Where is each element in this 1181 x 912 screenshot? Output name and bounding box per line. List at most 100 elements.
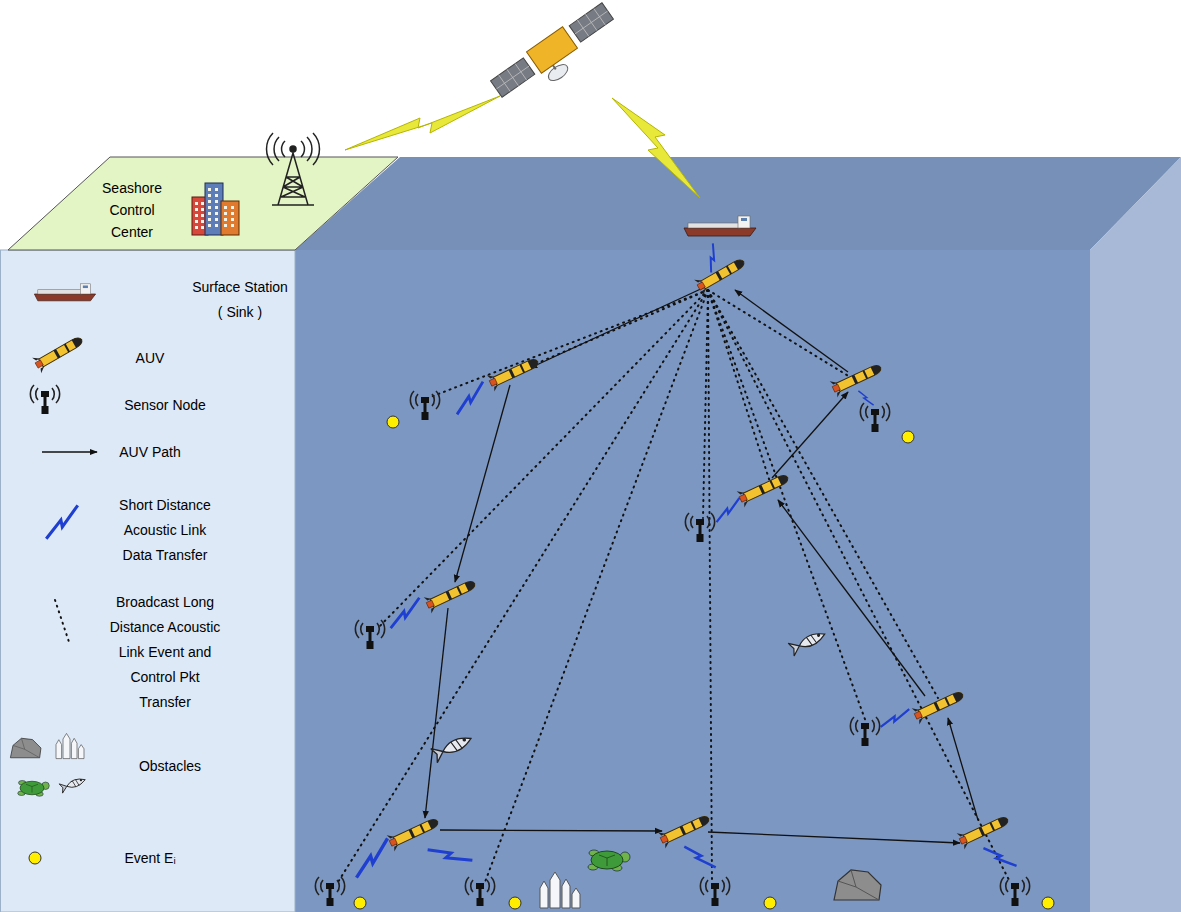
legend-label: Event Eᵢ xyxy=(100,846,200,871)
auv-path-arrow xyxy=(455,385,510,582)
building-icon xyxy=(215,212,218,215)
broadcast-link xyxy=(708,290,712,882)
building-icon xyxy=(201,226,204,229)
satellite-icon xyxy=(569,3,613,42)
auv-path-arrow xyxy=(440,830,662,831)
short-acoustic-link xyxy=(878,709,911,727)
legend-icon xyxy=(34,284,95,301)
legend-entry: Broadcast Long Distance Acoustic Link Ev… xyxy=(105,590,225,715)
building-icon xyxy=(231,218,234,221)
sensor-node-icon xyxy=(700,877,729,906)
legend-entry: AUV Path xyxy=(100,440,200,465)
auv-icon xyxy=(694,254,748,296)
legend-icon xyxy=(32,332,86,374)
satellite-icon xyxy=(546,61,571,83)
building-icon xyxy=(195,202,198,205)
legend-icon xyxy=(30,385,59,414)
water-side-face xyxy=(1090,157,1181,912)
water-top-face xyxy=(295,157,1181,250)
auv-path-arrow xyxy=(778,500,925,696)
building-icon xyxy=(215,194,218,197)
building-icon xyxy=(224,218,227,221)
node-label: Seashore Control Center xyxy=(92,177,172,243)
auv-icon xyxy=(830,359,885,397)
legend-icon xyxy=(59,775,87,793)
building-icon xyxy=(192,183,239,235)
obstacle-icon xyxy=(834,870,881,900)
land-outline xyxy=(0,157,400,250)
building-icon xyxy=(208,206,211,209)
building-icon xyxy=(205,183,223,235)
building-icon xyxy=(224,224,227,227)
radio-tower-icon xyxy=(267,133,320,205)
event-dot xyxy=(509,897,521,909)
building-icon xyxy=(231,224,234,227)
broadcast-link xyxy=(708,290,938,698)
building-icon xyxy=(208,224,211,227)
sensor-node-icon xyxy=(860,403,889,432)
broadcast-link xyxy=(708,290,1010,882)
radio-tower-icon xyxy=(267,133,320,165)
obstacle-icon xyxy=(431,732,474,763)
auv-icon xyxy=(487,353,542,391)
auv-icon xyxy=(957,811,1012,849)
auv-icon xyxy=(912,686,967,724)
short-acoustic-link xyxy=(858,388,873,408)
auv-icon xyxy=(658,810,713,848)
short-acoustic-link xyxy=(450,382,490,415)
auv-icon xyxy=(387,813,442,851)
sensor-node-icon xyxy=(315,877,344,906)
broadcast-link xyxy=(485,290,708,882)
legend-label: Obstacles xyxy=(120,754,220,779)
event-dot xyxy=(354,897,366,909)
building-icon xyxy=(201,208,204,211)
sensor-node-icon xyxy=(355,620,384,649)
legend-icon xyxy=(10,738,41,758)
radio-tower-icon xyxy=(290,146,296,152)
legend-icon xyxy=(29,852,41,864)
building-icon xyxy=(215,188,218,191)
auv-path-arrow xyxy=(530,287,705,368)
building-icon xyxy=(215,200,218,203)
legend-icon xyxy=(18,781,50,797)
legend-icon xyxy=(42,451,97,452)
building-icon xyxy=(215,206,218,209)
sensor-node-icon xyxy=(850,717,879,746)
legend-icon xyxy=(40,505,85,538)
building-icon xyxy=(208,194,211,197)
satellite-icon xyxy=(491,58,535,97)
broadcast-link xyxy=(708,290,855,380)
legend-icon xyxy=(56,733,84,758)
building-icon xyxy=(215,224,218,227)
event-dot xyxy=(387,416,399,428)
surface-station xyxy=(684,216,756,236)
building-icon xyxy=(201,202,204,205)
broadcast-link xyxy=(428,290,708,398)
satellite-link xyxy=(612,98,700,198)
building-icon xyxy=(224,206,227,209)
satellite-icon xyxy=(489,0,624,112)
short-acoustic-link xyxy=(428,838,473,871)
building-icon xyxy=(208,200,211,203)
land-shape xyxy=(8,157,398,250)
short-acoustic-link xyxy=(385,598,426,628)
auv-path-arrow xyxy=(948,718,978,820)
auv-path-arrow xyxy=(735,290,848,372)
satellite-link xyxy=(345,96,500,150)
legend-label: Sensor Node xyxy=(110,393,220,418)
broadcast-link xyxy=(338,290,1010,882)
water-front-face xyxy=(295,250,1090,912)
legend-entry: Short Distance Acoustic Link Data Transf… xyxy=(109,493,221,568)
legend-label: AUV xyxy=(105,346,195,371)
legend-entry: Sensor Node xyxy=(110,393,220,418)
legend-label: Surface Station ( Sink ) xyxy=(188,275,292,325)
building-icon xyxy=(195,220,198,223)
legend-entry: Obstacles xyxy=(120,754,220,779)
satellite-icon xyxy=(491,58,535,97)
event-dot xyxy=(764,897,776,909)
sensor-node-icon xyxy=(465,877,494,906)
building-icon xyxy=(201,220,204,223)
short-acoustic-link xyxy=(712,498,745,522)
building-icon xyxy=(195,214,198,217)
auv-path-arrow xyxy=(425,608,448,818)
